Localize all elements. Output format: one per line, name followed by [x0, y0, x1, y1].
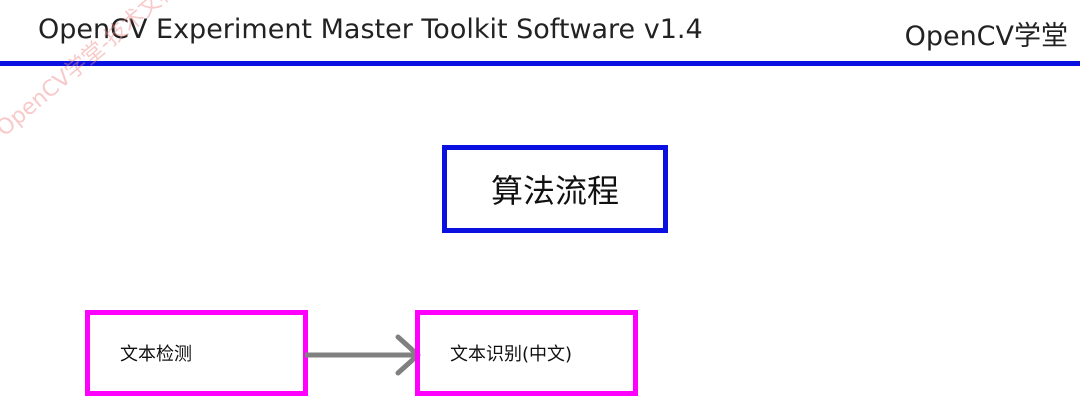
step-box-text-detection: 文本检测 [85, 310, 308, 396]
step-label: 文本识别(中文) [450, 344, 573, 365]
page-title: OpenCV Experiment Master Toolkit Softwar… [38, 14, 703, 45]
diagram-title-box: 算法流程 [442, 145, 668, 233]
diagram-title: 算法流程 [490, 172, 619, 210]
flow-arrow [305, 334, 421, 376]
step-label: 文本检测 [120, 344, 192, 365]
header-divider [0, 61, 1080, 66]
brand-name: OpenCV学堂 [904, 21, 1068, 52]
step-box-text-recognition: 文本识别(中文) [415, 310, 638, 396]
